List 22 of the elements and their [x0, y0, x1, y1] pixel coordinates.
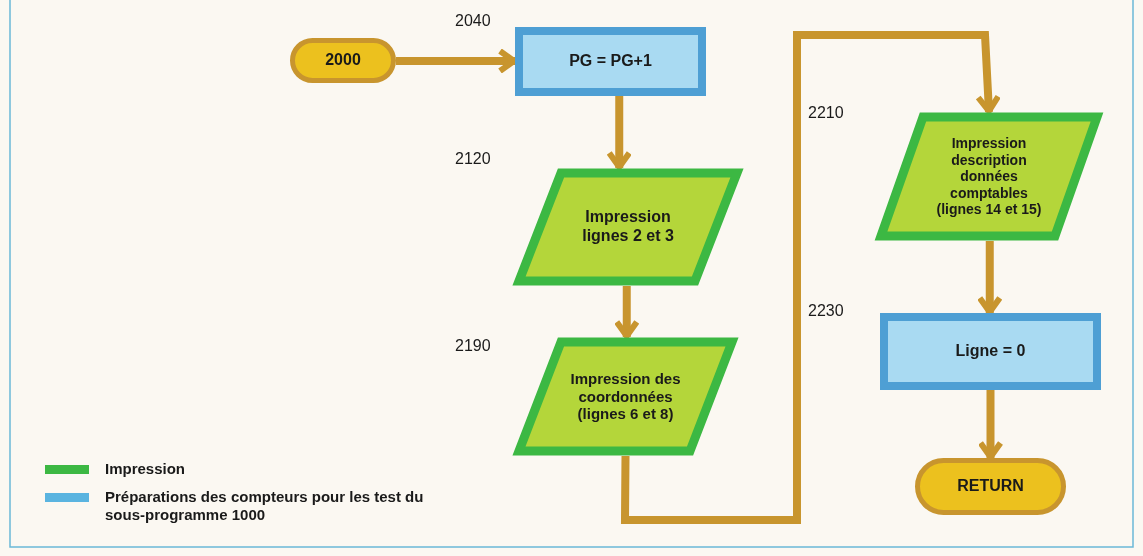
- legend-label: Préparations des compteurs pour les test du sous-programme 1000: [105, 488, 425, 524]
- node-text: Impression des coordonnées (lignes 6 et 8): [569, 369, 682, 424]
- output-parallelogram: [877, 112, 1101, 241]
- node-text: PG = PG+1: [569, 52, 652, 71]
- node-text: Impression lignes 2 et 3: [581, 208, 675, 246]
- node-text: Impression description données comptables (lignes 14 et 15): [935, 135, 1043, 218]
- line-number: 2210: [808, 104, 844, 122]
- terminal-pill: [915, 458, 1066, 515]
- legend-label: Impression: [105, 460, 187, 478]
- output-parallelogram: [515, 168, 741, 286]
- node-text: 2000: [325, 51, 361, 70]
- line-number: 2230: [808, 302, 844, 320]
- process-box: [515, 27, 706, 96]
- line-number: 2040: [455, 12, 491, 30]
- terminal-pill: [290, 38, 396, 83]
- line-number: 2190: [455, 337, 491, 355]
- node-text: Ligne = 0: [955, 342, 1026, 361]
- line-number: 2120: [455, 150, 491, 168]
- node-text: RETURN: [957, 477, 1024, 496]
- arrow: [620, 31, 1002, 524]
- process-box: [880, 313, 1101, 390]
- output-parallelogram: [515, 337, 736, 456]
